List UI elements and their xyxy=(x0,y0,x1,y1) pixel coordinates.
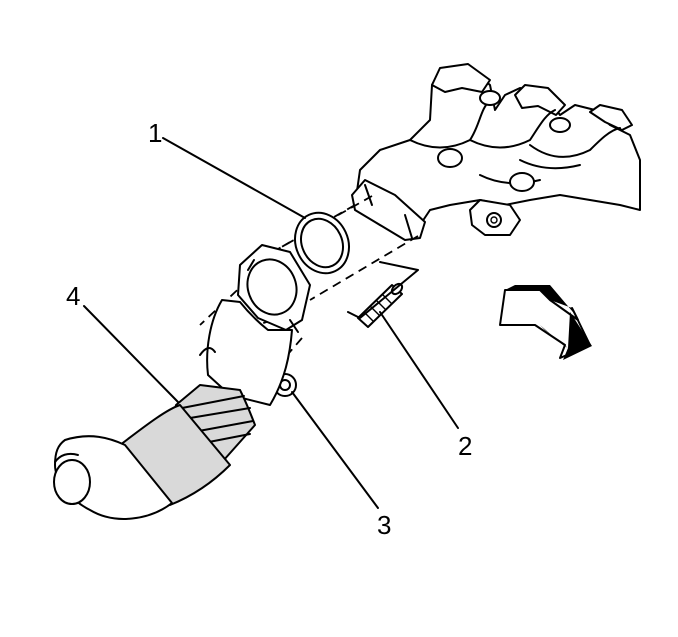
callout-2: 2 xyxy=(458,431,472,461)
callout-4: 4 xyxy=(66,281,80,311)
manifold-gasket xyxy=(294,211,350,275)
stud xyxy=(357,282,404,328)
callout-3: 3 xyxy=(377,510,391,540)
bracket-outline xyxy=(347,261,419,319)
leader-lines xyxy=(83,137,459,509)
exhaust-manifold xyxy=(351,63,641,241)
arrow-icon xyxy=(499,285,592,360)
callout-1: 1 xyxy=(148,118,162,148)
exhaust-pipe xyxy=(53,244,311,520)
